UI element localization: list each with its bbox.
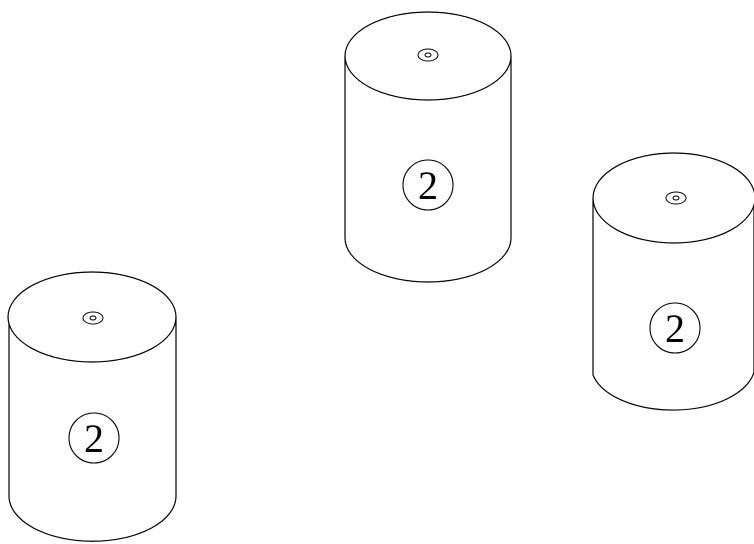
cylinder-left: 2 [7,271,177,542]
center-hole-inner [89,315,97,321]
part-number-label: 2 [665,306,685,351]
cylinder-top-face [592,152,754,244]
part-number-label: 2 [418,163,438,208]
part-number-circle [402,159,454,211]
cylinder-top-face [344,11,512,101]
cylinder-body [592,198,754,411]
center-hole-inner [672,195,680,201]
part-number-circle [649,302,701,354]
cylinder-body [8,317,177,542]
cylinder-top-center: 2 [344,11,512,283]
center-hole-outer [417,48,439,62]
cylinder-body [344,56,512,283]
center-hole-inner [424,52,432,58]
center-hole-outer [665,191,687,205]
part-number-label: 2 [84,416,104,461]
center-hole-outer [82,311,104,325]
part-number-circle [68,412,120,464]
cylinder-right: 2 [592,152,754,411]
cylinder-top-face [7,271,177,363]
